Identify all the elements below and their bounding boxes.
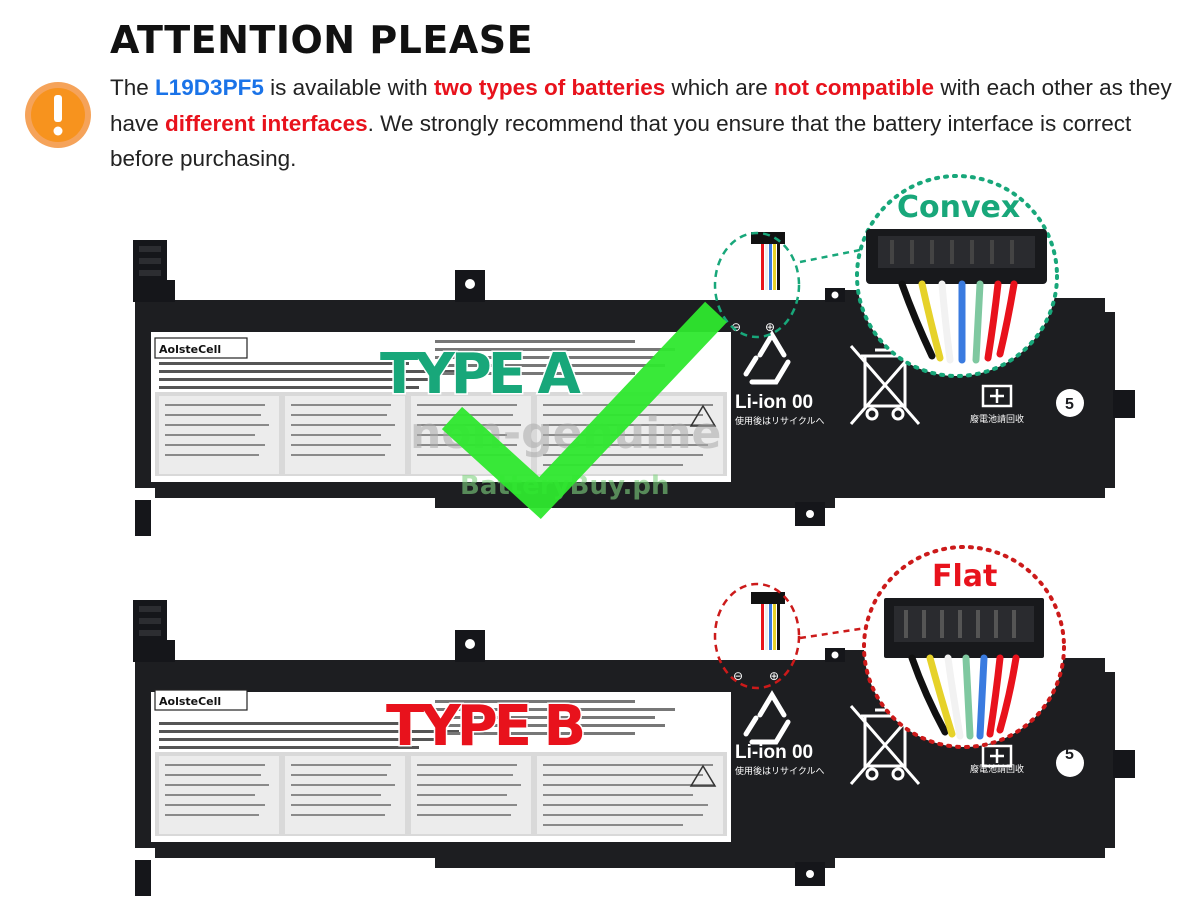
svg-text:5: 5 bbox=[1065, 746, 1074, 763]
notice-text: . We strongly recommend that you ensure … bbox=[110, 110, 1132, 172]
jp-recycle-text: 使用後はリサイクルへ bbox=[735, 415, 825, 427]
compatibility-notice: The L19D3PF5 is available with two types… bbox=[110, 70, 1190, 177]
jp-recover-text: 廢電池請回收 bbox=[970, 413, 1024, 425]
svg-text:5: 5 bbox=[1065, 396, 1074, 413]
battery-type-b: AolsteCell Li-ion 00 使用後はリサイクルへ 廢電池請回收 5… bbox=[133, 592, 1135, 896]
emphasis-not-compatible: not compatible bbox=[774, 75, 935, 100]
flat-label: Flat bbox=[932, 559, 997, 594]
notice-text: with each other as they have bbox=[110, 75, 1172, 136]
connector-zoom-flat bbox=[862, 545, 1066, 749]
connector-highlight-a bbox=[713, 231, 801, 339]
plus-terminal: ⊕ bbox=[765, 320, 775, 334]
connector-zoom-convex bbox=[855, 174, 1059, 378]
battery-type-a: AolsteCell Li-ion 00 使用後はリサイクルへ 廢電池請回收 5… bbox=[133, 232, 1135, 536]
brand-label: AolsteCell bbox=[159, 695, 221, 708]
emphasis-two-types: two types of batteries bbox=[433, 75, 666, 100]
emphasis-different-interfaces: different interfaces bbox=[165, 110, 368, 136]
brand-label: AolsteCell bbox=[159, 343, 221, 356]
notice-text: which are bbox=[665, 75, 775, 100]
page-title: ATTENTION PLEASE bbox=[110, 18, 534, 62]
connector-highlight-b bbox=[713, 582, 801, 690]
li-ion-label: Li-ion 00 bbox=[735, 742, 813, 763]
exclamation-circle-icon bbox=[25, 82, 91, 148]
li-ion-label: Li-ion 00 bbox=[735, 392, 813, 413]
plus-terminal: ⊕ bbox=[769, 669, 779, 683]
model-number: L19D3PF5 bbox=[155, 75, 264, 100]
convex-label: Convex bbox=[897, 190, 1020, 225]
jp-recover-text: 廢電池請回收 bbox=[970, 763, 1024, 775]
checkmark-icon bbox=[441, 301, 727, 519]
notice-text: The bbox=[110, 75, 156, 100]
minus-terminal: ⊖ bbox=[731, 320, 741, 334]
notice-text: is available with bbox=[263, 75, 434, 100]
type-a-label: TYPE A bbox=[380, 342, 582, 407]
jp-recycle-text: 使用後はリサイクルへ bbox=[735, 765, 825, 777]
minus-terminal: ⊖ bbox=[733, 669, 743, 683]
type-b-label: TYPE B bbox=[386, 694, 583, 759]
